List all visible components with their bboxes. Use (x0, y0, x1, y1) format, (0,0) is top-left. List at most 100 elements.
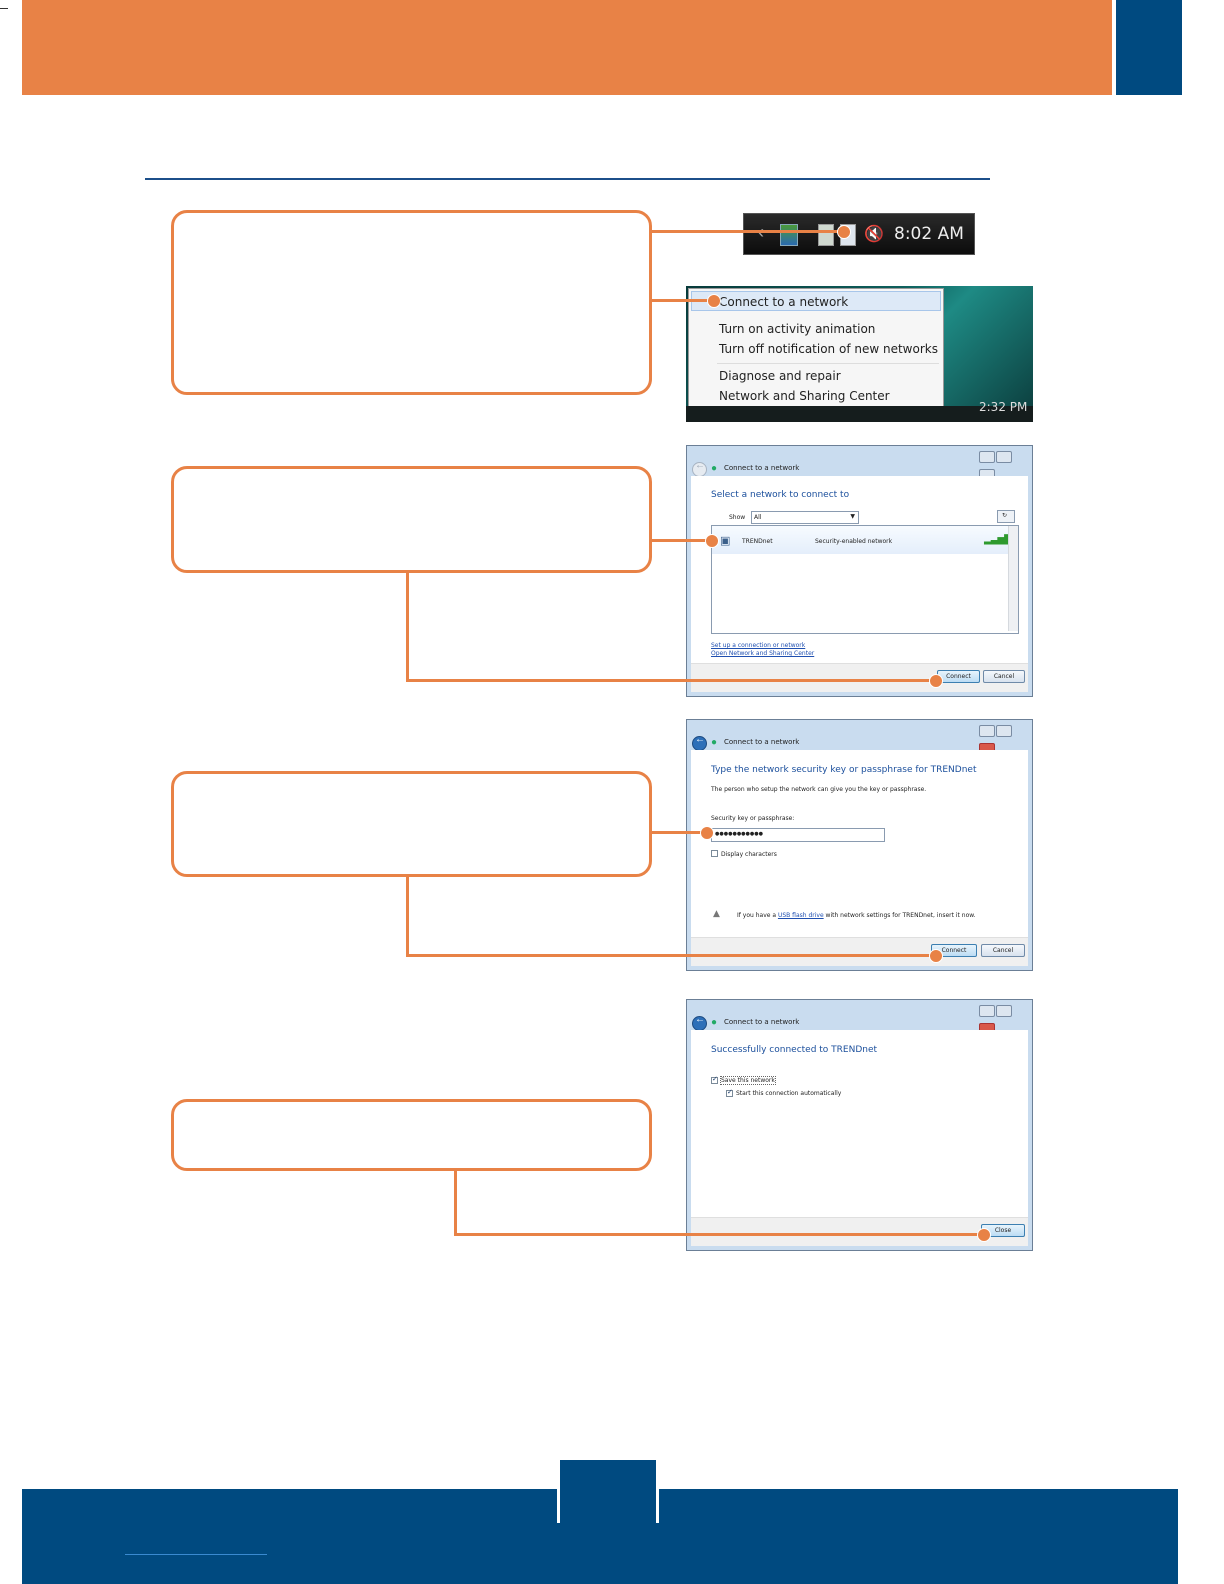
battery-icon[interactable] (818, 224, 834, 246)
step-callout-2 (171, 466, 652, 573)
network-security: Security-enabled network (815, 538, 893, 545)
clock[interactable]: 8:02 AM (894, 224, 964, 244)
menu-item-diagnose[interactable]: Diagnose and repair (719, 369, 841, 383)
save-network-label: Save this network (720, 1076, 776, 1085)
display-characters-checkbox[interactable] (711, 850, 718, 857)
cancel-button[interactable]: Cancel (981, 944, 1025, 957)
select-network-dialog: ● Connect to a network Select a network … (686, 445, 1033, 697)
show-label: Show (729, 514, 746, 521)
connection-success-dialog: ● Connect to a network Successfully conn… (686, 999, 1033, 1251)
connector-dot (837, 225, 851, 239)
connect-button[interactable]: Connect (937, 670, 980, 683)
window-caption: Connect to a network (724, 464, 800, 472)
connector-dot (977, 1228, 991, 1242)
refresh-button[interactable]: ↻ (997, 510, 1015, 523)
network-name: TRENDnet (742, 538, 773, 545)
connector-dot (929, 674, 943, 688)
usb-drive-icon: ▲ (713, 909, 720, 919)
connector-line (651, 299, 713, 302)
network-icon[interactable] (780, 224, 798, 246)
refresh-icon: ↻ (1002, 512, 1008, 519)
footer-link-underline (125, 1554, 267, 1555)
connector-dot (705, 534, 719, 548)
menu-separator (717, 363, 939, 364)
dialog-body: Select a network to connect to Show All … (691, 476, 1028, 692)
computer-network-icon: ▣ (720, 534, 731, 547)
menu-item-activity-animation[interactable]: Turn on activity animation (719, 322, 876, 336)
connector-line (406, 679, 936, 682)
display-characters-label: Display characters (721, 851, 777, 858)
page-number-tab (557, 1457, 659, 1523)
connector-dot (929, 949, 943, 963)
security-key-dialog: ● Connect to a network Type the network … (686, 719, 1033, 971)
minimize-icon[interactable] (979, 1005, 995, 1017)
usb-hint: If you have a USB flash drive with netwo… (737, 912, 976, 919)
save-network-checkbox[interactable] (711, 1075, 718, 1084)
minimize-icon[interactable] (979, 725, 995, 737)
network-context-menu-screenshot: Connect to a network Turn on activity an… (686, 286, 1033, 422)
connector-line (406, 954, 936, 957)
minimize-icon[interactable] (979, 451, 995, 463)
speaker-muted-icon[interactable]: 🔇 (864, 226, 884, 243)
menu-item-sharing-center[interactable]: Network and Sharing Center (719, 389, 890, 403)
dialog-subtext: The person who setup the network can giv… (711, 786, 927, 793)
window-controls (978, 1004, 1026, 1035)
setup-connection-link[interactable]: Set up a connection or network (711, 642, 806, 649)
section-rule (145, 178, 990, 180)
security-key-value: ●●●●●●●●●●● (715, 831, 763, 837)
connector-line (651, 230, 843, 233)
show-dropdown[interactable]: All ▼ (751, 511, 859, 524)
open-sharing-center-link[interactable]: Open Network and Sharing Center (711, 650, 815, 657)
network-list: ▣ TRENDnet Security-enabled network ▂▃▅▇ (711, 525, 1019, 634)
taskbar-screenshot: ‹ 🔇 8:02 AM (743, 213, 975, 255)
dialog-footer: Connect Cancel (691, 663, 1028, 692)
menu-item-connect[interactable]: Connect to a network (719, 295, 849, 309)
back-arrow-icon[interactable] (692, 460, 707, 477)
usb-flash-drive-link[interactable]: USB flash drive (777, 912, 824, 919)
step-callout-4 (171, 1099, 652, 1171)
key-field-label: Security key or passphrase: (711, 815, 795, 822)
list-scrollbar[interactable] (1008, 526, 1018, 631)
connector-dot (700, 826, 714, 840)
menu-item-notification[interactable]: Turn off notification of new networks (719, 342, 938, 356)
window-caption: Connect to a network (724, 738, 800, 746)
header-bar (22, 0, 1112, 95)
connector-line (454, 1233, 984, 1236)
dropdown-arrow-icon: ▼ (850, 513, 855, 520)
connector-line (406, 572, 409, 682)
dialog-heading: Type the network security key or passphr… (711, 765, 977, 775)
maximize-icon[interactable] (996, 725, 1012, 737)
connector-dot (707, 294, 721, 308)
show-dropdown-value: All (754, 514, 762, 521)
window-controls (978, 450, 1026, 481)
tray-clock[interactable]: 2:32 PM (979, 400, 1028, 414)
back-arrow-icon[interactable] (692, 1014, 707, 1031)
dialog-body: Type the network security key or passphr… (691, 750, 1028, 966)
back-arrow-icon[interactable] (692, 734, 707, 751)
dialog-footer: Connect Cancel (691, 937, 1028, 966)
tray-strip (686, 406, 1033, 422)
security-key-input[interactable]: ●●●●●●●●●●● (711, 828, 885, 842)
step-callout-1 (171, 210, 652, 395)
usb-hint-pre: If you have a (737, 912, 778, 919)
connector-line (651, 539, 711, 542)
step-callout-3 (171, 771, 652, 877)
usb-hint-post: with network settings for TRENDnet, inse… (823, 912, 976, 919)
window-controls (978, 724, 1026, 755)
corner-mark (0, 8, 8, 9)
dialog-footer: Close (691, 1217, 1028, 1246)
start-automatically-checkbox[interactable] (726, 1088, 733, 1097)
dialog-body: Successfully connected to TRENDnet Save … (691, 1030, 1028, 1246)
network-wizard-icon: ● (711, 737, 718, 748)
start-automatically-label: Start this connection automatically (736, 1090, 842, 1097)
network-wizard-icon: ● (711, 463, 718, 474)
connector-line (651, 831, 706, 834)
network-wizard-icon: ● (711, 1017, 718, 1028)
maximize-icon[interactable] (996, 1005, 1012, 1017)
network-row-trendnet[interactable]: ▣ TRENDnet Security-enabled network ▂▃▅▇ (712, 526, 1012, 554)
cancel-button[interactable]: Cancel (983, 670, 1025, 683)
dialog-heading: Successfully connected to TRENDnet (711, 1045, 878, 1055)
context-menu: Connect to a network Turn on activity an… (688, 288, 944, 408)
header-tab (1116, 0, 1182, 95)
maximize-icon[interactable] (996, 451, 1012, 463)
